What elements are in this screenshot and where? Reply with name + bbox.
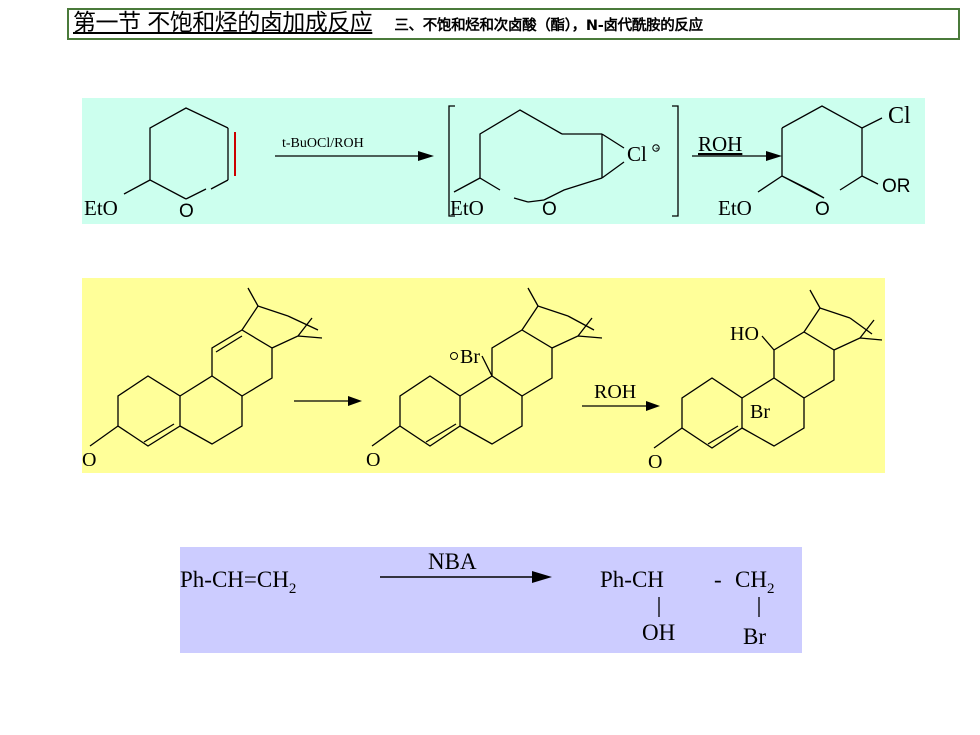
positive-charge-icon-2: [450, 352, 458, 360]
step2-reagent-label: ROH: [698, 132, 742, 156]
product-eto-label: EtO: [718, 196, 752, 220]
reaction-arrow-4-head: [646, 401, 660, 411]
reaction-arrow-1-head: [418, 151, 434, 161]
product-eto-bond: [757, 175, 783, 193]
reactant-eto-label: EtO: [84, 196, 118, 220]
reactant-ring: [149, 107, 229, 200]
product-oh-label: OH: [642, 620, 675, 645]
steroid-1-ring-d: [241, 305, 323, 349]
reaction-panel-1: + EtO O t-BuOCl/ROH EtO O Cl ROH EtO O C…: [82, 98, 925, 224]
product-or-label: OR: [882, 176, 911, 197]
bracket-right: [672, 105, 679, 217]
svg-text:+: +: [655, 147, 659, 153]
reaction-arrow-2-head: [766, 151, 782, 161]
steroid-3-ring-d: [803, 307, 883, 351]
positive-charge-icon: [652, 144, 660, 152]
reactant-ring-lower: [185, 179, 229, 200]
intermediate-cl-label: Cl: [627, 142, 647, 166]
steroid-1-ring-a: [117, 375, 181, 447]
product-br-label-r3: Br: [743, 624, 766, 649]
reaction-panel-2: O Br O ROH HO Br O: [82, 278, 885, 473]
carbonyl-bond-1: [89, 425, 119, 447]
intermediate-oxygen-label: O: [366, 449, 380, 471]
steroid-1-ring-b: [179, 375, 243, 445]
step2-reagent-label-r2: ROH: [594, 381, 636, 403]
nba-reagent-label: NBA: [428, 549, 477, 574]
reaction-panel-3: Ph-CH=CH2 NBA Ph-CH - CH2 OH Br: [180, 547, 802, 653]
steroid-1-ring-c: [211, 329, 273, 397]
product-oxygen-label: O: [648, 451, 662, 473]
intermediate-eto-label: EtO: [450, 196, 484, 220]
reactant-ring-oxygen: O: [179, 201, 194, 222]
product-cl-bond: [861, 117, 883, 129]
reagent-label-1: t-BuOCl/ROH: [282, 136, 364, 151]
steroid-2-ring-b: [459, 375, 523, 445]
section-subtitle: 三、不饱和烃和次卤酸（酯），N-卤代酰胺的反应: [394, 18, 703, 34]
product-ch2: CH2: [735, 567, 774, 597]
product-br-label: Br: [750, 401, 770, 423]
carbonyl-bond-2: [371, 425, 401, 447]
bracket-left: [448, 105, 455, 217]
product-ho-label: HO: [730, 323, 759, 345]
reaction-arrow-5-head: [532, 571, 552, 583]
reaction-arrow-3-head: [348, 396, 362, 406]
steroid-2-ring-c: [491, 329, 553, 397]
intermediate-br-label: Br: [460, 346, 480, 368]
steroid-3-ring-c: [773, 331, 835, 399]
carbonyl-bond-3: [653, 427, 683, 449]
product-ph-ch: Ph-CH: [600, 567, 664, 592]
product-cl-label: Cl: [888, 103, 911, 129]
reactant-oxygen-label: O: [82, 449, 96, 471]
reactant-formula: Ph-CH=CH2: [180, 567, 296, 597]
product-or-bond: [861, 175, 879, 185]
bromonium-bond: [481, 355, 493, 377]
steroid-3-ring-b: [741, 377, 805, 447]
intermediate-ring: [479, 109, 603, 203]
page-header: 第一节 不饱和烃的卤加成反应 三、不饱和烃和次卤酸（酯），N-卤代酰胺的反应: [67, 8, 960, 40]
product-dash: -: [714, 567, 722, 592]
product-ring-oxygen: O: [815, 199, 830, 220]
product-ring: [781, 105, 863, 199]
hydroxyl-bond: [761, 335, 775, 351]
reaction-1-scheme: + EtO O t-BuOCl/ROH EtO O Cl ROH EtO O C…: [84, 103, 911, 222]
chloronium-bond-lower: [601, 161, 625, 179]
intermediate-ring-oxygen: O: [542, 199, 557, 220]
steroid-2-ring-a: [399, 375, 461, 447]
intermediate-eto-bond: [453, 177, 481, 193]
reaction-2-scheme: O Br O ROH HO Br O: [82, 287, 883, 473]
reaction-3-scheme: Ph-CH=CH2 NBA Ph-CH - CH2 OH Br: [180, 549, 774, 649]
eto-bond: [123, 179, 151, 195]
section-title: 第一节 不饱和烃的卤加成反应: [73, 10, 373, 36]
chloronium-bond-upper: [601, 133, 625, 149]
steroid-2-ring-d: [521, 305, 603, 349]
steroid-3-ring-a: [681, 377, 743, 449]
